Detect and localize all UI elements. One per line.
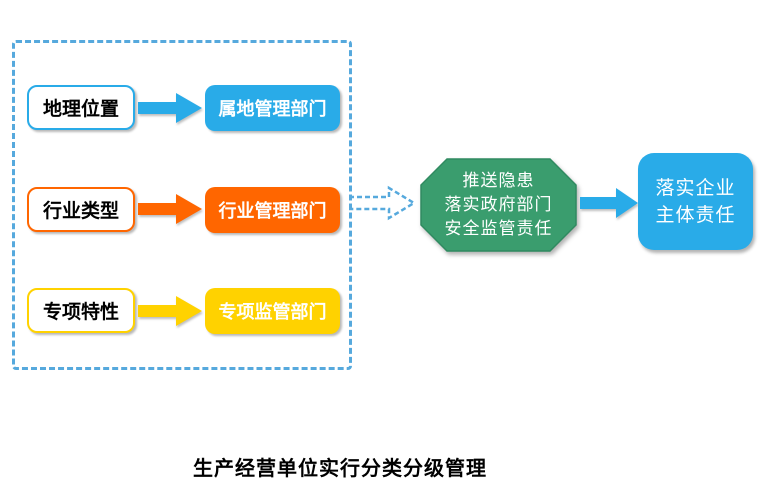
arrow-shape [138,194,202,224]
octagon-polygon [420,158,577,252]
right-arrow-icon-geography [138,93,202,123]
factor-label-geography: 地理位置 [42,99,119,120]
factor-box-special: 专项特性 [27,288,135,333]
department-label-territorial: 属地管理部门 [218,99,327,119]
arrow-shape [580,188,638,218]
octagon-line-2: 落实政府部门 [444,195,553,214]
right-arrow-icon-special [138,296,202,326]
octagon-line-3: 安全监管责任 [444,219,553,238]
factor-box-geography: 地理位置 [27,85,135,130]
diagram-caption: 生产经营单位实行分类分级管理 [193,458,487,480]
octagon-shape [420,158,577,252]
factor-label-industry: 行业类型 [42,201,119,222]
result-line-1: 落实企业 [655,177,736,199]
arrow-shape [138,93,202,123]
arrow-shape [138,296,202,326]
enterprise-responsibility-box: 落实企业 主体责任 [638,153,753,250]
factor-box-industry: 行业类型 [27,187,135,232]
department-box-territorial: 属地管理部门 [205,85,340,131]
dashed-arrow-icon [349,185,417,221]
right-arrow-icon-industry [138,194,202,224]
octagon-text: 推送隐患 落实政府部门 安全监管责任 [420,158,577,252]
classification-group-box [12,40,352,370]
department-label-special: 专项监管部门 [218,302,327,322]
octagon-line-1: 推送隐患 [462,171,535,190]
result-line-2: 主体责任 [655,204,736,226]
factor-label-special: 专项特性 [42,302,119,323]
department-box-industry: 行业管理部门 [205,187,340,233]
department-box-special: 专项监管部门 [205,288,340,334]
dashed-arrow-shape [349,185,417,221]
government-responsibility-octagon: 推送隐患 落实政府部门 安全监管责任 [420,158,577,252]
right-arrow-icon-result [580,188,638,218]
department-label-industry: 行业管理部门 [218,201,327,221]
